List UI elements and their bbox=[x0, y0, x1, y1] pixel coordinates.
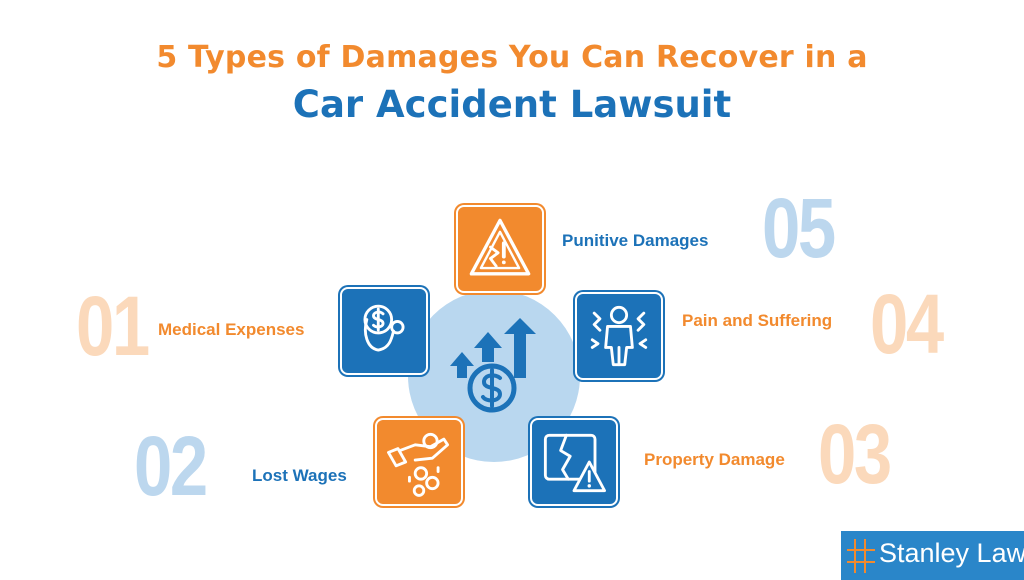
number-03: 03 bbox=[818, 407, 892, 501]
number-01: 01 bbox=[76, 279, 150, 373]
person-in-pain-icon bbox=[590, 305, 648, 367]
label-lost-wages: Lost Wages bbox=[252, 466, 347, 485]
tile-property-damage bbox=[530, 418, 618, 506]
tile-pain-and-suffering bbox=[575, 292, 663, 380]
title-line-1: 5 Types of Damages You Can Recover in a bbox=[156, 40, 868, 75]
number-04: 04 bbox=[870, 277, 944, 371]
tile-lost-wages bbox=[375, 418, 463, 506]
tile-medical-expenses bbox=[340, 287, 428, 375]
tile-punitive-damages bbox=[456, 205, 544, 293]
label-punitive-damages: Punitive Damages bbox=[562, 231, 709, 250]
label-medical-expenses: Medical Expenses bbox=[158, 320, 305, 339]
label-property-damage: Property Damage bbox=[644, 450, 785, 469]
number-05: 05 bbox=[762, 181, 836, 275]
stanley-law-logo: Stanley Law bbox=[841, 531, 1024, 580]
broken-screen-warning-icon bbox=[543, 433, 606, 493]
label-pain-and-suffering: Pain and Suffering bbox=[682, 311, 833, 330]
broken-warning-triangle-icon bbox=[469, 218, 531, 276]
title-line-2: Car Accident Lawsuit bbox=[292, 83, 732, 126]
stethoscope-dollar-icon bbox=[363, 304, 405, 352]
number-02: 02 bbox=[134, 419, 208, 513]
hand-dropping-coins-icon bbox=[387, 432, 450, 497]
dollar-rising-arrows-icon bbox=[440, 318, 550, 418]
hashtag-mark-icon bbox=[847, 539, 875, 573]
logo-text: Stanley Law bbox=[879, 538, 1024, 568]
